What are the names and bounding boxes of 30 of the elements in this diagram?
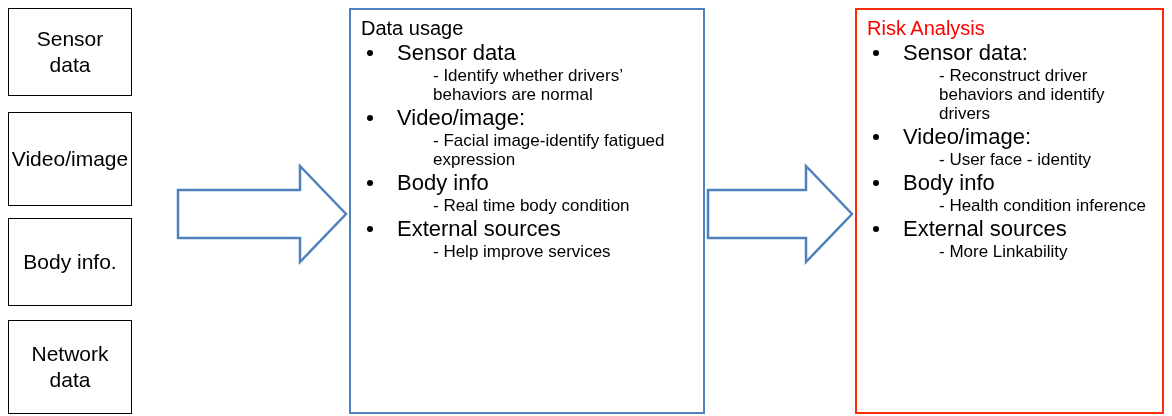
bullet-item: Video/image:	[903, 124, 1031, 150]
source-box	[8, 112, 132, 206]
bullet-detail: - Facial image-identify fatigued expression	[433, 131, 666, 169]
block-arrow	[706, 162, 854, 266]
bullet-detail: - Health condition inference	[939, 196, 1147, 215]
bullet-detail: - Real time body condition	[433, 196, 631, 215]
bullet-item: Body info	[903, 170, 995, 196]
source-box	[8, 218, 132, 306]
panel-heading: Data usage	[361, 16, 464, 40]
bullet-detail: - Help improve services	[433, 242, 612, 261]
panel-heading: Risk Analysis	[867, 16, 985, 40]
bullet-detail: - Reconstruct driver behaviors and identify drivers	[939, 66, 1106, 123]
content-panel	[855, 8, 1164, 414]
bullet-detail: - More Linkability	[939, 242, 1069, 261]
bullet-item: External sources	[903, 216, 1067, 242]
box-label: Body info.	[23, 248, 117, 275]
bullet-item: Body info	[397, 170, 489, 196]
bullet-item: Sensor data:	[903, 40, 1028, 66]
box-label: Network data	[30, 340, 110, 393]
block-arrow	[176, 162, 348, 266]
bullet-item: External sources	[397, 216, 561, 242]
source-box	[8, 320, 132, 414]
bullet-item: Video/image:	[397, 105, 525, 131]
box-label: Video/image	[11, 145, 129, 172]
source-box	[8, 8, 132, 96]
box-label: Sensor data	[35, 25, 105, 78]
bullet-detail: - Identify whether drivers’ behaviors are normal	[433, 66, 624, 104]
content-panel	[349, 8, 705, 414]
bullet-item: Sensor data	[397, 40, 516, 66]
bullet-detail: - User face - identity	[939, 150, 1093, 169]
